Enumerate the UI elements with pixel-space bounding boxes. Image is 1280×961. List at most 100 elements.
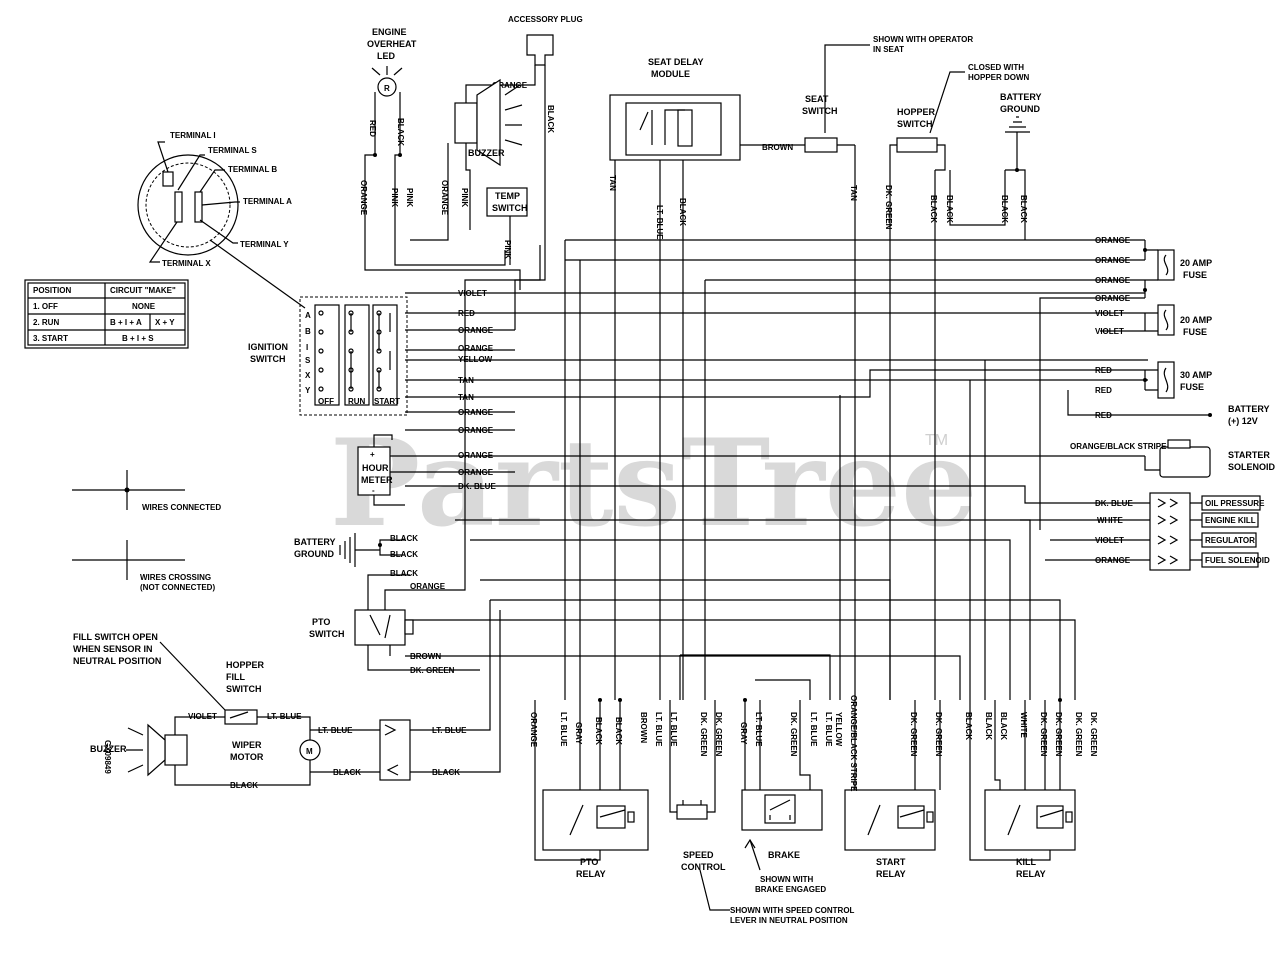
wire-label-pink: PINK (460, 188, 469, 207)
wire-label-brown: BROWN (762, 143, 793, 152)
kill-relay: KILL RELAY BLACK BLACK BLACK WHITE DK. G… (964, 700, 1098, 879)
wire-label-orange: ORANGE (492, 81, 528, 90)
ignition-terminal-x: X (305, 371, 311, 380)
wire-label-brown: BROWN (639, 712, 648, 743)
wire-bus (390, 145, 1210, 700)
wire-label-brown: BROWN (410, 652, 441, 661)
table-cell: X + Y (155, 318, 175, 327)
hopper-fill-label-3: SWITCH (226, 684, 262, 694)
wire-label-dk-green: DK. GREEN (1074, 712, 1083, 757)
led-label-2: OVERHEAT (367, 39, 417, 49)
table-cell: 3. START (33, 334, 68, 343)
hopper-switch-label-2: SWITCH (897, 119, 933, 129)
led-symbol: R (384, 84, 390, 93)
wire-label-red: RED (1095, 366, 1112, 375)
wire-label-violet: VIOLET (188, 712, 217, 721)
wire-label-black: BLACK (390, 534, 418, 543)
kill-relay-label-1: KILL (1016, 857, 1036, 867)
circuit-table: POSITION CIRCUIT "MAKE" 1. OFF NONE 2. R… (24, 279, 189, 349)
watermark-brand: PartsTree (330, 413, 977, 554)
ignition-terminal-key: TERMINAL I TERMINAL S TERMINAL B TERMINA… (137, 131, 306, 309)
hopper-fill-label-1: HOPPER (226, 660, 265, 670)
temp-switch: TEMP SWITCH PINK (486, 187, 528, 265)
wire-label-dk-green: DK. GREEN (714, 712, 723, 757)
wire-label-dk-green: DK. GREEN (699, 712, 708, 757)
wire-label-black: BLACK (432, 768, 460, 777)
wiper-motor-label-2: MOTOR (230, 752, 264, 762)
fuse-20a-2-label-2: FUSE (1183, 327, 1207, 337)
wire-label-dk-green: DK. GREEN (1054, 712, 1063, 757)
wire-label-black: BLACK (1000, 195, 1009, 223)
wire-label-black: BLACK (678, 198, 687, 226)
wire-label-orange: ORANGE (1095, 556, 1131, 565)
legend-crossing-1: WIRES CROSSING (140, 573, 211, 582)
wire-label-black: BLACK (1019, 195, 1028, 223)
pto-relay: PTO RELAY ORANGE LT. BLUE GRAY BLACK BLA… (529, 700, 649, 879)
pto-switch-label-1: PTO (312, 617, 330, 627)
battery-12v-label-2: (+) 12V (1228, 416, 1258, 426)
wire-label-orange: ORANGE (458, 451, 494, 460)
wire-label-lt-blue: LT. BLUE (754, 712, 763, 747)
ignition-terminal-y: Y (305, 386, 311, 395)
seat-delay-label-2: MODULE (651, 69, 690, 79)
wire-label-violet: VIOLET (1095, 309, 1124, 318)
fuse-20a-1-label-1: 20 AMP (1180, 258, 1212, 268)
wire-label-tan: TAN (458, 376, 474, 385)
buzzer-left-label: BUZZER (90, 744, 127, 754)
accessory-plug: ACCESSORY PLUG ORANGE BLACK (480, 15, 583, 330)
wire-label-black: BLACK (999, 712, 1008, 740)
ignition-switch-label-2: SWITCH (250, 354, 286, 364)
hour-meter: + HOUR METER - (357, 434, 405, 506)
wire-label-orange: ORANGE (1095, 236, 1131, 245)
accessory-plug-label: ACCESSORY PLUG (508, 15, 583, 24)
brake-note-2: BRAKE ENGAGED (755, 885, 826, 894)
wire-label-violet: VIOLET (1095, 327, 1124, 336)
legend-connected: WIRES CONNECTED (142, 503, 221, 512)
speed-note-2: LEVER IN NEUTRAL POSITION (730, 916, 848, 925)
wire-label-dk-green: DK. GREEN (410, 666, 455, 675)
watermark-tm: TM (925, 432, 948, 449)
hour-meter-label-1: HOUR (362, 463, 389, 473)
seat-note-2: IN SEAT (873, 45, 904, 54)
wire-label-pink: PINK (503, 240, 512, 259)
wire-label-red: RED (368, 120, 377, 137)
temp-switch-label-1: TEMP (495, 191, 520, 201)
output-oil-pressure: OIL PRESSURE (1205, 499, 1265, 508)
wire-label-pink: PINK (390, 188, 399, 207)
wire-label-lt-blue: LT. BLUE (824, 712, 833, 747)
ignition-contacts (318, 310, 391, 392)
brake-label: BRAKE (768, 850, 800, 860)
ignition-terminal-i: I (306, 343, 308, 352)
battery-ground-left-2: GROUND (294, 549, 334, 559)
wire-label-dk-green: DK. GREEN (884, 185, 893, 230)
seat-delay-label-1: SEAT DELAY (648, 57, 704, 67)
led-label-3: LED (377, 51, 396, 61)
ignition-switch: A B I S X Y OFF RUN START IGNITION SWITC… (248, 296, 408, 416)
engine-overheat-led: R ENGINE OVERHEAT LED RED BLACK ORANGE P… (359, 27, 521, 290)
table-cell: 2. RUN (33, 318, 59, 327)
terminal-i: TERMINAL I (170, 131, 216, 140)
start-relay-label-1: START (876, 857, 906, 867)
wire-label-orange: ORANGE (529, 712, 538, 748)
terminal-a: TERMINAL A (243, 197, 292, 206)
speed-control-label-1: SPEED (683, 850, 714, 860)
hopper-switch: HOPPER SWITCH CLOSED WITH HOPPER DOWN DK… (884, 63, 1030, 230)
wire-label-black: BLACK (390, 550, 418, 559)
battery-ground-left: BATTERY GROUND BLACK BLACK (294, 533, 418, 567)
fill-note-2: WHEN SENSOR IN (73, 644, 153, 654)
wire-label-orange: ORANGE (359, 180, 368, 216)
wire-label-lt-blue: LT. BLUE (267, 712, 302, 721)
wire-label-orange: ORANGE (458, 426, 494, 435)
wire-legend: WIRES CONNECTED WIRES CROSSING (NOT CONN… (72, 470, 221, 592)
fuse-30a-label-1: 30 AMP (1180, 370, 1212, 380)
hopper-fill-circuit: FILL SWITCH OPEN WHEN SENSOR IN NEUTRAL … (73, 600, 501, 790)
wire-label-black: BLACK (984, 712, 993, 740)
wire-label-violet: VIOLET (458, 289, 487, 298)
wiper-motor-label-1: WIPER (232, 740, 262, 750)
seat-switch-label-1: SEAT (805, 94, 829, 104)
wire-label-black: BLACK (546, 105, 555, 133)
pto-relay-label-2: RELAY (576, 869, 606, 879)
ignition-terminal-a: A (305, 311, 311, 320)
start-relay-label-2: RELAY (876, 869, 906, 879)
